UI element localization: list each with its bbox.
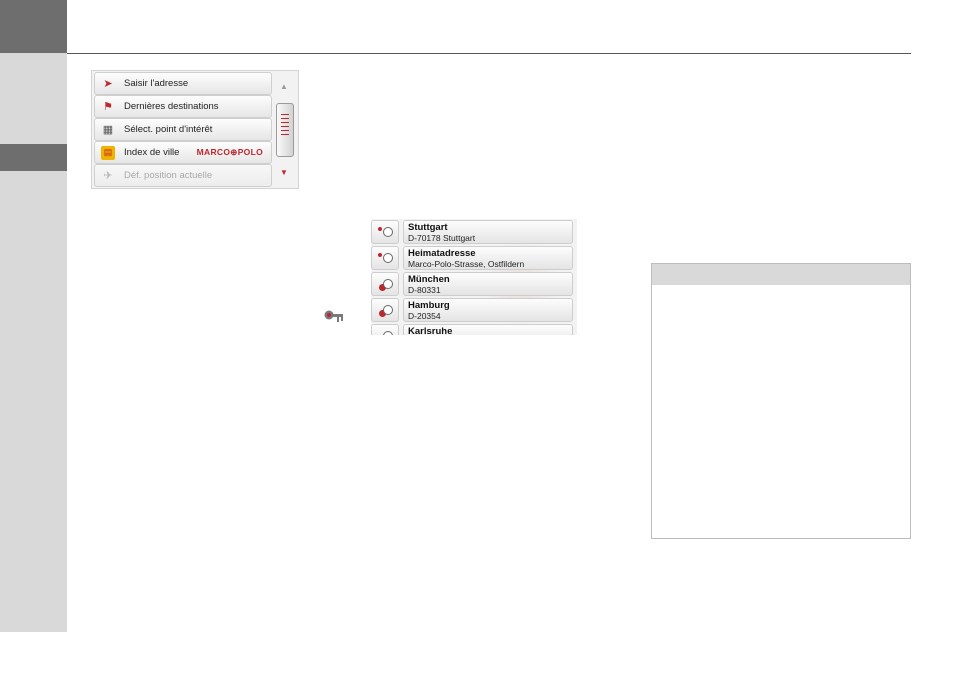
destination-row[interactable]: Heimatadresse Marco-Polo-Strasse, Ostfil…: [371, 246, 573, 270]
scroll-thumb[interactable]: [276, 103, 294, 157]
scroll-up-icon[interactable]: ▲: [280, 81, 288, 91]
marco-polo-logo: MARCO⊕POLO: [196, 147, 263, 157]
recent-destinations-screenshot: Stuttgart D-70178 Stuttgart Heimatadress…: [371, 219, 577, 335]
poi-icon: ▦: [102, 124, 114, 136]
destination-pin-icon: [371, 220, 399, 244]
header-divider: [67, 53, 911, 54]
home-pin-icon: [371, 246, 399, 270]
menu-item-city-index[interactable]: ▤ Index de ville MARCO⊕POLO: [94, 141, 272, 164]
destination-name: München: [408, 274, 450, 285]
menu-item-recent-destinations[interactable]: ⚑ Dernières destinations: [94, 95, 272, 118]
arrow-pointer-icon: ➤: [103, 78, 113, 90]
destination-flag-icon: [371, 298, 399, 322]
destination-detail: D-20354: [408, 311, 441, 321]
menu-item-select-poi[interactable]: ▦ Sélect. point d'intérêt: [94, 118, 272, 141]
note-box: [651, 263, 911, 539]
menu-item-set-current-position[interactable]: ✈ Déf. position actuelle: [94, 164, 272, 187]
sidebar-chapter-tab: [0, 144, 67, 171]
sidebar: [0, 0, 67, 632]
menu-scrollbar[interactable]: ▲ ▼: [273, 73, 295, 185]
city-index-icon: ▤: [101, 145, 115, 160]
destination-flag-icon: [371, 324, 399, 335]
menu-item-label: Saisir l'adresse: [124, 78, 189, 89]
destination-row[interactable]: Hamburg D-20354: [371, 298, 573, 322]
destination-detail: Marco-Polo-Strasse, Ostfildern: [408, 259, 525, 269]
scroll-down-icon[interactable]: ▼: [280, 167, 288, 177]
key-icon: [324, 310, 343, 322]
destination-row[interactable]: Stuttgart D-70178 Stuttgart: [371, 220, 573, 244]
sidebar-header-block: [0, 0, 67, 53]
flag-icon: ⚑: [103, 101, 113, 113]
destination-name: Heimatadresse: [408, 248, 476, 259]
menu-item-enter-address[interactable]: ➤ Saisir l'adresse: [94, 72, 272, 95]
destination-name: Hamburg: [408, 300, 450, 311]
menu-item-label: Déf. position actuelle: [124, 170, 213, 181]
menu-item-label: Index de ville: [124, 147, 180, 158]
menu-item-label: Sélect. point d'intérêt: [124, 124, 213, 135]
destination-detail: D-80331: [408, 285, 441, 295]
destination-row[interactable]: Karlsruhe: [371, 324, 573, 335]
satellite-icon: ✈: [103, 170, 113, 182]
destination-name: Stuttgart: [408, 222, 448, 233]
navigation-menu-screenshot: ➤ Saisir l'adresse ⚑ Dernières destinati…: [91, 70, 299, 189]
destination-detail: D-70178 Stuttgart: [408, 233, 476, 243]
destination-row[interactable]: München D-80331: [371, 272, 573, 296]
destination-name: Karlsruhe: [408, 326, 453, 335]
note-box-header: [652, 264, 910, 285]
destination-flag-icon: [371, 272, 399, 296]
menu-item-label: Dernières destinations: [124, 101, 219, 112]
